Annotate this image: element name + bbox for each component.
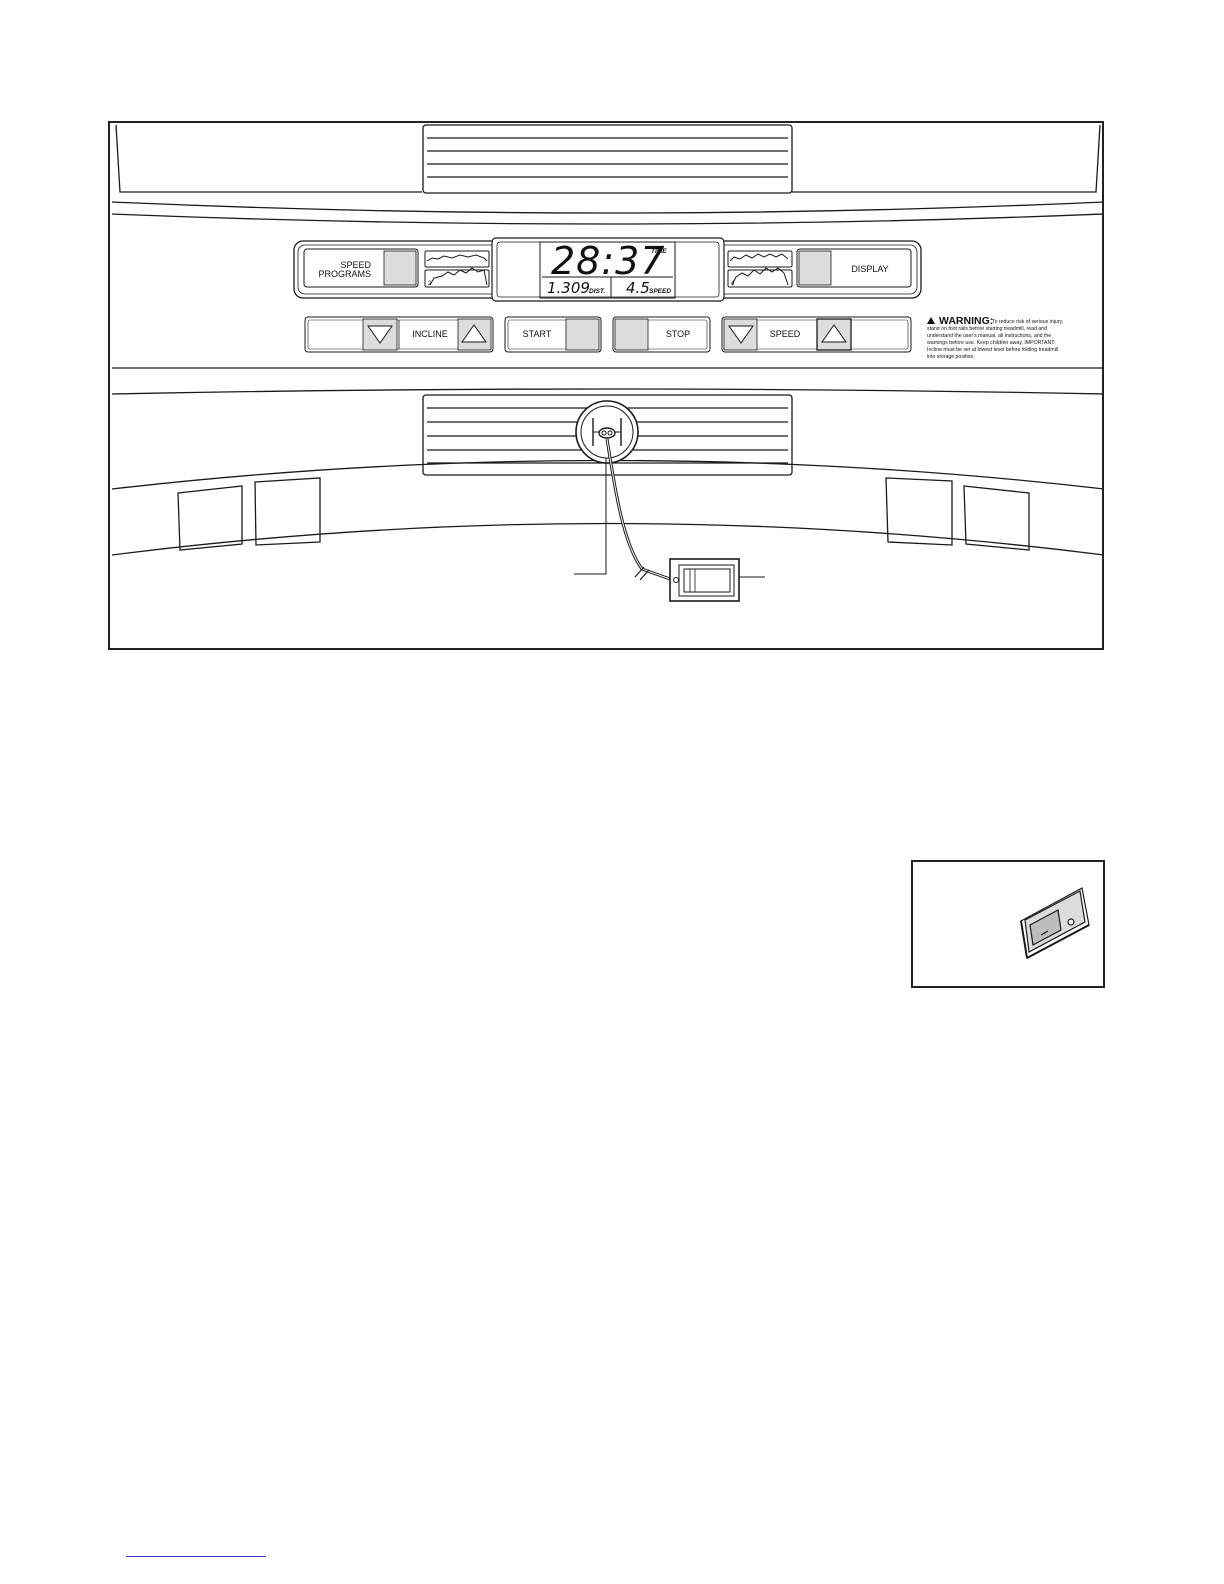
on-off-switch-illustration — [1020, 887, 1090, 959]
warning-triangle-icon — [927, 317, 935, 324]
speed-programs-label-1: SPEED — [340, 260, 371, 270]
program-profile-right — [727, 250, 793, 288]
chevron-down-icon — [728, 325, 754, 344]
stop-label: STOP — [666, 329, 690, 339]
chevron-up-icon — [821, 324, 847, 343]
lcd-speed-caption: SPEED — [649, 288, 671, 295]
program-profile-left — [424, 250, 490, 288]
profile-number-4: 4 — [731, 281, 735, 287]
profile-number-2: 2 — [428, 281, 432, 287]
lcd-speed-value: 4.5 — [626, 279, 650, 297]
start-button[interactable]: START — [504, 316, 602, 353]
lcd-time-caption: TIME — [651, 248, 667, 255]
warning-line-5: Incline must be set at lowest level befo… — [927, 347, 1058, 353]
display-button[interactable]: DISPLAY — [796, 248, 912, 288]
footer-link-underline — [126, 1556, 266, 1557]
incline-down-button[interactable] — [362, 318, 398, 351]
speed-up-button[interactable] — [816, 318, 852, 351]
warning-line-1: To reduce risk of serious injury, — [992, 319, 1063, 325]
incline-up-button[interactable] — [457, 318, 492, 351]
speed-label: SPEED — [770, 329, 801, 339]
start-label: START — [523, 329, 552, 339]
safety-key-cord — [605, 438, 671, 581]
lcd-distance-caption: DIST. — [589, 288, 605, 295]
incline-label: INCLINE — [412, 329, 448, 339]
chevron-up-icon — [461, 324, 487, 343]
warning-line-4: warnings before use. Keep children away.… — [927, 340, 1055, 346]
speed-programs-label-2: PROGRAMS — [318, 269, 371, 279]
power-switch-inset — [911, 860, 1105, 988]
display-label: DISPLAY — [851, 264, 888, 274]
treadmill-console-illustration: SPEED PROGRAMS 2 28:37 TIME 1.309 DIST. … — [108, 121, 1104, 650]
lcd-time-value: 28:37 — [551, 239, 666, 283]
top-vent-grille — [422, 124, 793, 194]
speed-down-button[interactable] — [723, 318, 758, 351]
safety-key[interactable] — [575, 400, 639, 464]
warning-line-2: stand on foot rails before starting trea… — [927, 326, 1047, 332]
speed-programs-button[interactable]: SPEED PROGRAMS — [303, 248, 419, 288]
lcd-display: 28:37 TIME 1.309 DIST. 4.5 SPEED — [491, 237, 725, 302]
callout-line-key — [574, 458, 607, 575]
warning-line-6: into storage position. — [927, 354, 975, 360]
safety-clip[interactable] — [669, 558, 740, 602]
stop-button[interactable]: STOP — [612, 316, 711, 353]
lcd-distance-value: 1.309 — [547, 279, 590, 297]
console-drawing: SPEED PROGRAMS 2 28:37 TIME 1.309 DIST. … — [111, 124, 1102, 602]
chevron-down-icon — [367, 325, 393, 344]
warning-title: WARNING: — [939, 315, 993, 327]
warning-line-3: understand the user's manual, all instru… — [927, 333, 1051, 339]
warning-label: WARNING: To reduce risk of serious injur… — [927, 315, 1063, 360]
